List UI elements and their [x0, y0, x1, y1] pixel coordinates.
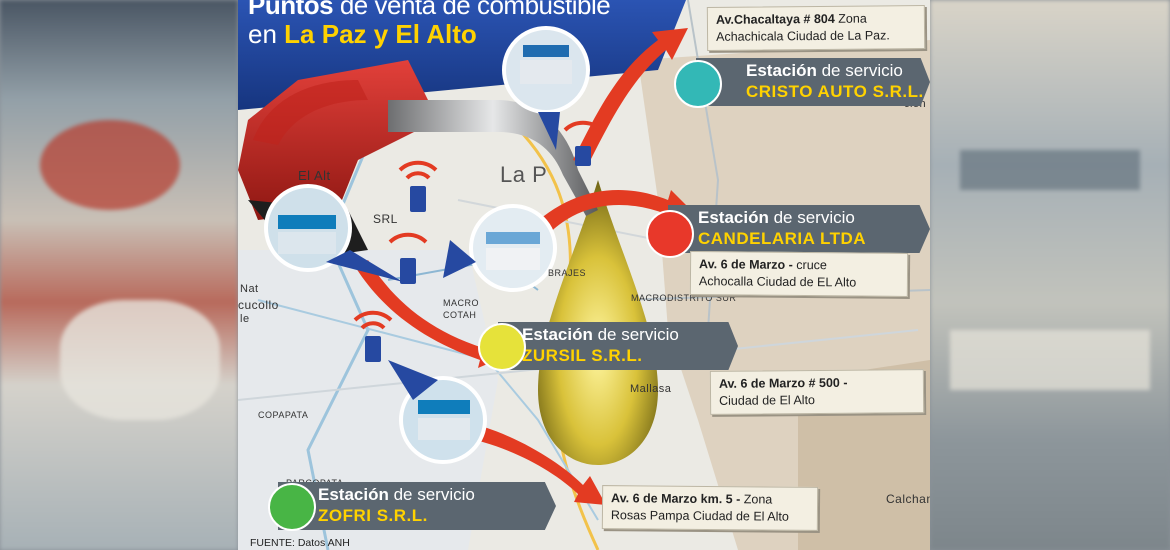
- infographic: El Alt La P SRL MACRO COTAH BRAJES MACRO…: [238, 0, 930, 550]
- station-label-cristo-auto: Estación de servicio CRISTO AUTO S.R.L.: [696, 58, 930, 106]
- map-label-brajes: BRAJES: [548, 268, 587, 278]
- station-marker-candelaria: [646, 210, 694, 258]
- map-label-calchani: Calchan: [886, 492, 930, 506]
- address-card-candelaria: Av. 6 de Marzo - cruce Achocalla Ciudad …: [689, 251, 909, 297]
- pump-icons: [353, 120, 603, 362]
- blurred-background-left: [0, 0, 238, 550]
- station-label-zofri: Estación de servicio ZOFRI S.R.L.: [278, 482, 556, 530]
- address-card-zursil: Av. 6 de Marzo # 500 - Ciudad de El Alto: [709, 369, 925, 415]
- map-label-le: le: [240, 313, 250, 325]
- title-line-2: en La Paz y El Alto: [248, 19, 477, 49]
- map-label-nat: Nat: [240, 283, 259, 295]
- address-card-zofri: Av. 6 de Marzo km. 5 - Zona Rosas Pampa …: [601, 485, 819, 531]
- station-marker-zofri: [268, 483, 316, 531]
- source-credit: FUENTE: Datos ANH: [250, 537, 350, 549]
- station-pins: [264, 26, 590, 464]
- map-label-srl: SRL: [373, 212, 398, 226]
- address-card-cristo-auto: Av.Chacaltaya # 804 Zona Achachicala Ciu…: [706, 5, 926, 51]
- map-label-macro: MACRO: [443, 298, 479, 308]
- station-marker-zursil: [478, 323, 526, 371]
- title-line-1: Puntos de venta de combustible: [248, 0, 611, 20]
- infographic-title: Puntos de venta de combustible en La Paz…: [248, 0, 668, 50]
- station-marker-cristo-auto: [674, 60, 722, 108]
- station-label-zursil: Estación de servicio ZURSIL S.R.L.: [498, 322, 738, 370]
- map-label-la-paz: La P: [500, 162, 548, 187]
- map-label-cota: COTAH: [443, 310, 477, 320]
- blurred-background-right: [930, 0, 1170, 550]
- map-label-copapata: COPAPATA: [258, 410, 309, 420]
- station-label-candelaria: Estación de servicio CANDELARIA LTDA: [668, 205, 930, 253]
- map-label-achocallo: cucollo: [238, 298, 279, 312]
- map-label-mallasa: Mallasa: [630, 383, 672, 395]
- map-label-el-alto: El Alt: [298, 168, 331, 183]
- map-label-macrodistrito: MACRODISTRITO SUR: [631, 293, 737, 303]
